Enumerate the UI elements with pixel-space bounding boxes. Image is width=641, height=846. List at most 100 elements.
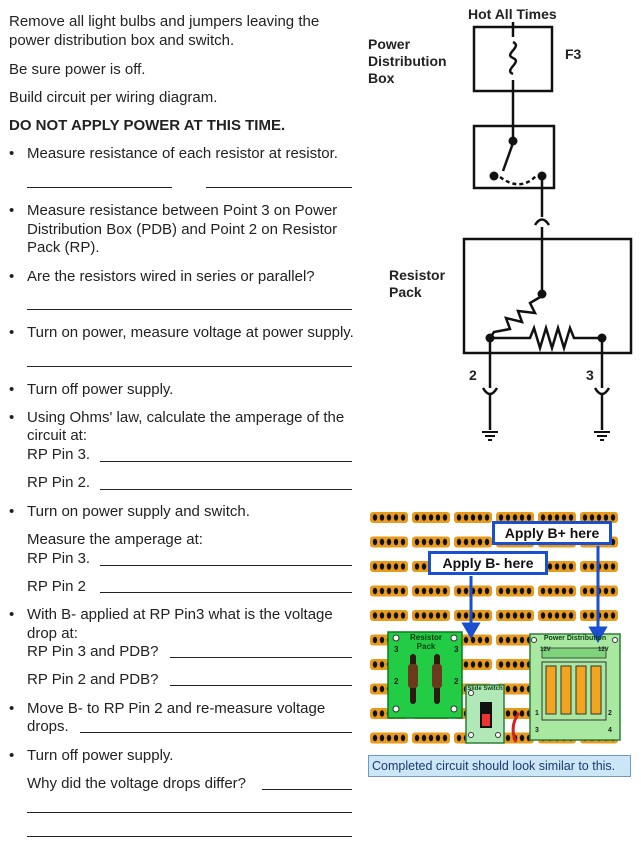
breadboard-hole <box>568 514 574 521</box>
question-text: Using Ohms' law, calculate the amperage … <box>27 409 345 426</box>
breadboard-hole <box>435 587 441 595</box>
breadboard-hole <box>582 587 588 595</box>
pin-3-label: 3 <box>586 367 594 383</box>
question-text: drops. <box>27 718 69 735</box>
breadboard-hole <box>456 612 462 619</box>
breadboard-hole <box>582 563 588 570</box>
breadboard-hole <box>498 514 504 521</box>
breadboard-hole <box>372 514 378 521</box>
answer-line[interactable] <box>27 366 352 367</box>
breadboard-hole <box>400 587 406 595</box>
answer-line[interactable] <box>170 657 352 658</box>
breadboard-hole <box>435 514 441 521</box>
answer-line[interactable] <box>170 685 352 686</box>
breadboard-hole <box>379 563 385 570</box>
question-text: Measure the amperage at: <box>27 531 203 548</box>
breadboard-hole <box>484 612 490 619</box>
breadboard-hole <box>372 710 378 717</box>
breadboard-hole <box>393 514 399 521</box>
bullet: • <box>9 202 15 219</box>
breadboard-hole <box>505 587 511 595</box>
breadboard-hole <box>554 514 560 521</box>
breadboard-hole <box>477 587 483 595</box>
answer-line[interactable] <box>27 187 172 188</box>
answer-line[interactable] <box>80 732 352 733</box>
breadboard-hole <box>393 734 399 742</box>
breadboard-hole <box>603 587 609 595</box>
breadboard-hole <box>470 636 476 644</box>
breadboard-hole <box>372 587 378 595</box>
breadboard-hole <box>589 563 595 570</box>
jumper-wire <box>511 712 521 743</box>
breadboard-hole <box>421 538 427 546</box>
breadboard-hole <box>484 587 490 595</box>
bullet: • <box>9 503 15 520</box>
breadboard-hole <box>610 587 616 595</box>
breadboard-hole <box>379 514 385 521</box>
breadboard-hole <box>498 587 504 595</box>
answer-line[interactable] <box>100 565 352 566</box>
breadboard-hole <box>456 514 462 521</box>
answer-line[interactable] <box>262 789 352 790</box>
breadboard-hole <box>372 563 378 570</box>
breadboard-hole <box>414 612 420 619</box>
breadboard-hole <box>512 587 518 595</box>
pdb-12v-left: 12V <box>540 647 551 653</box>
breadboard-hole <box>414 734 420 742</box>
question-text: Measure resistance between Point 3 on Po… <box>27 202 338 219</box>
pdb-pin-4: 4 <box>608 727 612 734</box>
bullet: • <box>9 747 15 764</box>
breadboard-hole <box>400 734 406 742</box>
breadboard-hole <box>442 734 448 742</box>
bullet: • <box>9 381 15 398</box>
answer-line[interactable] <box>27 812 352 813</box>
breadboard-hole <box>470 661 476 668</box>
breadboard-hole <box>379 710 385 717</box>
breadboard-hole <box>463 661 469 668</box>
breadboard-hole <box>554 563 560 570</box>
wiring-schematic <box>462 22 633 441</box>
breadboard-hole <box>498 661 504 668</box>
breadboard-hole <box>547 612 553 619</box>
question-text: RP Pin 3. <box>27 446 91 463</box>
answer-line[interactable] <box>100 461 352 462</box>
breadboard-hole <box>463 612 469 619</box>
answer-line[interactable] <box>27 836 352 837</box>
breadboard-hole <box>561 563 567 570</box>
answer-line[interactable] <box>100 592 352 593</box>
rp-pin-2-right: 2 <box>454 677 459 686</box>
breadboard-hole <box>456 538 462 546</box>
instruction-line: Build circuit per wiring diagram. <box>9 89 218 106</box>
rp-board-title-line: Resistor <box>409 633 442 642</box>
breadboard-hole <box>421 587 427 595</box>
breadboard-hole <box>456 734 462 742</box>
breadboard-hole <box>582 612 588 619</box>
breadboard-hole <box>519 734 525 742</box>
answer-line[interactable] <box>27 309 352 310</box>
question-text: Why did the voltage drops differ? <box>27 775 247 792</box>
breadboard-hole <box>400 538 406 546</box>
breadboard-hole <box>379 661 385 668</box>
breadboard-hole <box>428 538 434 546</box>
breadboard-hole <box>596 514 602 521</box>
breadboard-hole <box>393 563 399 570</box>
breadboard-hole <box>512 661 518 668</box>
pdb-pin-2: 2 <box>608 710 612 717</box>
answer-line[interactable] <box>100 489 352 490</box>
breadboard-hole <box>498 636 504 644</box>
breadboard-hole <box>372 636 378 644</box>
breadboard-hole <box>442 514 448 521</box>
pdb-board-title: Power Distribution <box>543 635 607 642</box>
question-text: RP Pin 3 and PDB? <box>27 643 159 660</box>
breadboard-caption: Completed circuit should look similar to… <box>368 755 631 777</box>
answer-line[interactable] <box>206 187 352 188</box>
breadboard-hole <box>379 612 385 619</box>
bullet: • <box>9 268 15 285</box>
breadboard-hole <box>463 587 469 595</box>
question-text: RP Pin 2. <box>27 474 91 491</box>
question-text: circuit at: <box>27 427 88 444</box>
breadboard-hole <box>414 514 420 521</box>
slide-switch-title: Slide Switch <box>467 686 503 692</box>
pdb-pin-3: 3 <box>535 727 539 734</box>
breadboard-hole <box>519 514 525 521</box>
